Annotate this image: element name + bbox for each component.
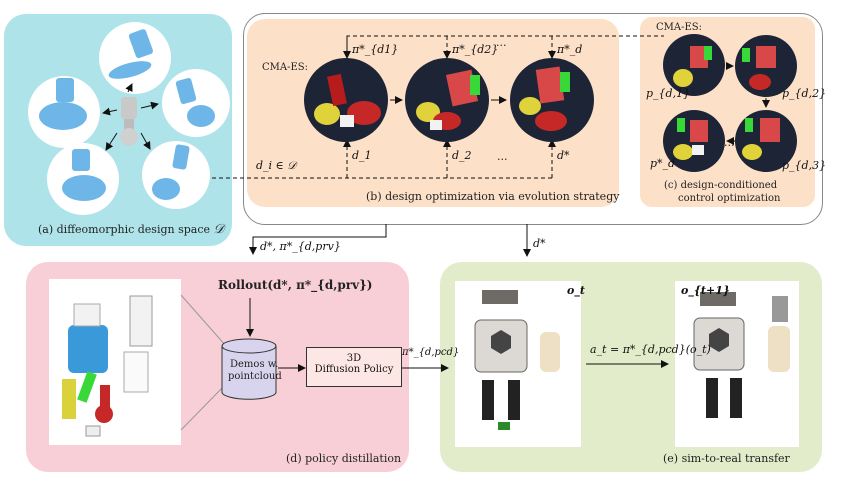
design-label-1: d_1 [352, 149, 372, 162]
param-ellipsis: ... [724, 136, 735, 149]
design-label-3: d* [557, 149, 570, 162]
param-label-1: p_{d,1} [646, 87, 691, 100]
design-label-2: d_2 [452, 149, 472, 162]
diffusion-policy-line2: Diffusion Policy [314, 364, 394, 375]
policy-ellipsis: ... [496, 36, 507, 49]
design-shape-left [28, 76, 100, 148]
policy-label-2: π*_{d2} [452, 43, 499, 56]
control-circle-4 [735, 110, 797, 172]
policy-label-3: π*_d [557, 43, 583, 56]
policy-pcd-label: π*_{d,pcd} [402, 347, 460, 358]
design-ellipsis: ... [497, 150, 508, 163]
panel-b-label: (b) design optimization via evolution st… [366, 190, 620, 203]
sim-circle-3 [510, 58, 594, 142]
design-shape-bottom-right [142, 141, 210, 209]
design-edge-label: d_i ∈ 𝒟 [256, 159, 296, 172]
design-shape-center-gripper [120, 97, 138, 146]
panel-c-label-line1: (c) design-conditioned [664, 180, 778, 191]
param-label-star: p*_d [650, 157, 676, 170]
design-shape-bottom-left [47, 143, 119, 215]
panel-a-label-text: (a) diffeomorphic design space [38, 223, 211, 236]
sim-circle-2 [405, 58, 489, 142]
design-space-symbol: 𝒟 [213, 222, 224, 237]
action-label: a_t = π*_{d,pcd}(o_t) [590, 343, 711, 356]
panel-d-label: (d) policy distillation [286, 452, 402, 465]
panel-a-label: (a) diffeomorphic design space 𝒟 [38, 222, 224, 237]
diffusion-policy-line1: 3D [346, 353, 362, 364]
design-space-shapes [28, 22, 230, 215]
demos-database [221, 338, 277, 400]
demos-label-line2: pointcloud [228, 371, 282, 382]
cma-es-label-c: CMA-ES: [656, 22, 703, 33]
cma-es-label-b: CMA-ES: [262, 62, 309, 73]
e-d-star-label: d* [533, 237, 546, 250]
demos-label-line1: Demos w. [230, 359, 279, 370]
design-shape-right [162, 69, 230, 137]
sim-circle-1 [304, 58, 388, 142]
policy-label-1: π*_{d1} [352, 43, 399, 56]
control-circle-2 [735, 35, 797, 97]
design-shape-top [99, 22, 171, 94]
obs-t-label: o_t [567, 284, 585, 297]
panel-c-label-line2: control optimization [678, 193, 781, 204]
control-circle-3 [663, 110, 725, 172]
panel-e-label: (e) sim-to-real transfer [663, 452, 790, 465]
param-label-2: p_{d,2} [782, 87, 827, 100]
rollout-label: Rollout(d*, π*_{d,prv}) [218, 278, 373, 292]
param-label-3: p_{d,3} [782, 159, 827, 172]
diffusion-policy-box: 3D Diffusion Policy [306, 347, 402, 387]
obs-t1-label: o_{t+1} [681, 284, 730, 297]
control-circle-1 [663, 34, 725, 96]
distill-edge-label: d*, π*_{d,prv} [260, 240, 341, 253]
